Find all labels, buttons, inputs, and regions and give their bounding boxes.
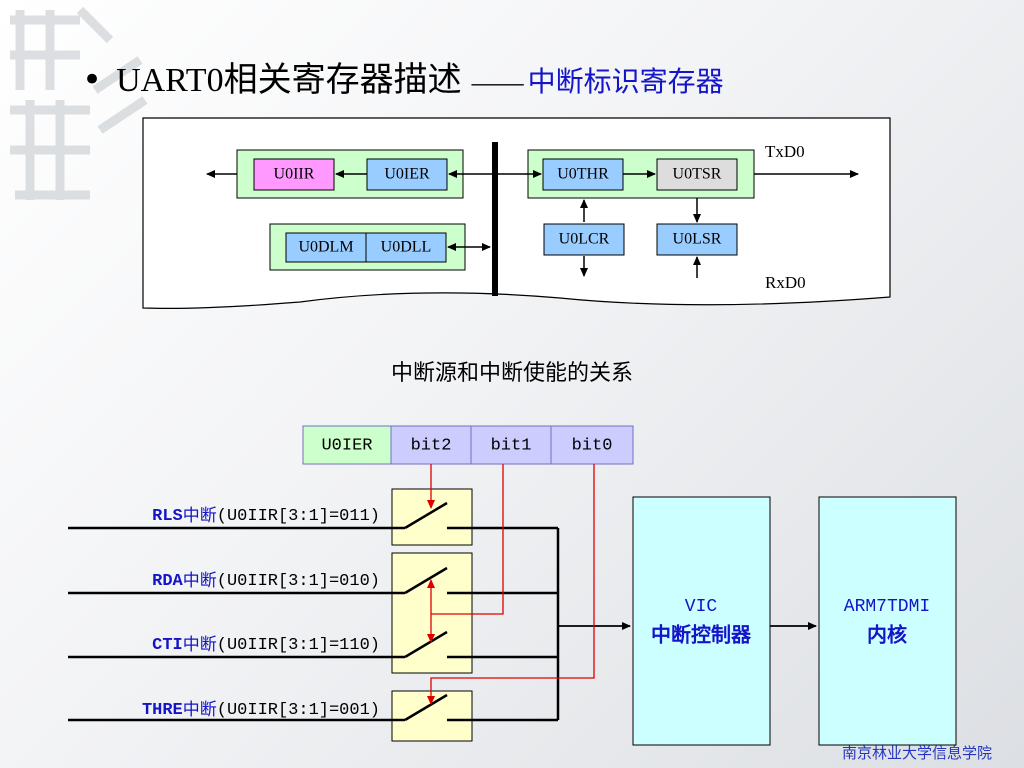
cti-suffix: 中断 (183, 635, 217, 655)
background-logo-decoration (10, 6, 148, 200)
u0dlm-label: U0DLM (298, 239, 353, 256)
interrupt-label-rls: RLS中断(U0IIR[3:1]=011) (152, 506, 380, 526)
rls-suffix: 中断 (183, 506, 217, 526)
u0tsr-label: U0TSR (673, 166, 722, 183)
ier-header-name-cell (302, 425, 392, 465)
u0thr-register (542, 158, 624, 191)
txd0-label: TxD0 (765, 142, 805, 161)
thre-suffix: 中断 (183, 700, 217, 720)
thre-code: (U0IIR[3:1]=001) (217, 701, 380, 720)
section-title: 中断源和中断使能的关系 (391, 361, 633, 386)
u0iir-register (253, 158, 335, 191)
title-bullet: • (82, 60, 103, 100)
internal-bus-bar (492, 142, 498, 296)
u0lcr-register (543, 223, 625, 256)
interrupt-label-cti: CTI中断(U0IIR[3:1]=110) (152, 635, 380, 655)
core-label-line2: 内核 (867, 623, 907, 647)
ier-bit2-cell (390, 425, 472, 465)
vic-label-line2: 中断控制器 (651, 623, 752, 647)
rxd0-label: RxD0 (765, 273, 806, 292)
u0lcr-label: U0LCR (559, 231, 610, 248)
rda-name: RDA (152, 572, 183, 591)
u0iir-label: U0IIR (274, 166, 315, 183)
title-dash: —— (471, 68, 524, 97)
register-arrows (206, 170, 859, 278)
thre-name: THRE (142, 701, 183, 720)
switch-box-rls (391, 488, 473, 546)
ier-bit1-label: bit1 (491, 436, 532, 455)
interrupt-input-lines (68, 501, 560, 722)
u0tsr-register (656, 158, 738, 191)
rda-code: (U0IIR[3:1]=010) (217, 572, 380, 591)
u0thr-label: U0THR (557, 166, 609, 183)
rls-code: (U0IIR[3:1]=011) (217, 507, 380, 526)
ier-bit0-label: bit0 (572, 436, 613, 455)
ier-header-name: U0IER (321, 436, 372, 455)
vic-label-line1: VIC (685, 597, 718, 617)
ier-bit0-cell (550, 425, 634, 465)
cti-code: (U0IIR[3:1]=110) (217, 636, 380, 655)
footer-institution: 南京林业大学信息学院 (841, 744, 992, 762)
switch-box-thre (391, 690, 473, 742)
u0lsr-label: U0LSR (673, 231, 722, 248)
arm-core-box (818, 496, 957, 746)
interrupt-label-thre: THRE中断(U0IIR[3:1]=001) (142, 700, 380, 720)
slide-title: • UART0相关寄存器描述 —— 中断标识寄存器 (82, 52, 724, 108)
ier-bit2-label: bit2 (411, 436, 452, 455)
u0dlm-register (285, 232, 367, 263)
title-main-text: UART0相关寄存器描述 (116, 62, 462, 99)
u0dll-label: U0DLL (381, 239, 432, 256)
u0ier-label: U0IER (384, 166, 430, 183)
u0lsr-register (656, 223, 738, 256)
switch-box-rda-cti (391, 552, 473, 674)
rls-name: RLS (152, 507, 183, 526)
ier-bit1-cell (470, 425, 552, 465)
title-subtitle: 中断标识寄存器 (527, 65, 724, 98)
vic-box (632, 496, 771, 746)
interrupt-label-rda: RDA中断(U0IIR[3:1]=010) (152, 571, 380, 591)
enable-lines (427, 464, 595, 705)
core-label-line1: ARM7TDMI (844, 597, 930, 617)
cti-name: CTI (152, 636, 183, 655)
u0dll-register (365, 232, 447, 263)
rda-suffix: 中断 (183, 571, 217, 591)
